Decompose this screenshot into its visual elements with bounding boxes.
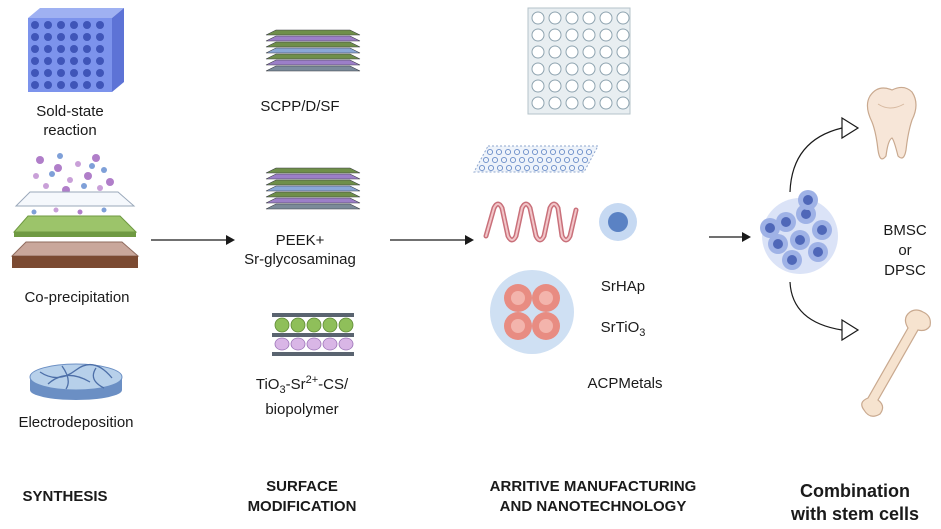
stem-cell-type: BMSC: [883, 222, 927, 239]
synthesis-method-label: reaction: [43, 122, 97, 139]
column-heading: ARRITIVE MANUFACTURING: [489, 478, 697, 495]
manufacturing-label: SrTiO3: [600, 319, 646, 339]
column-heading: MODIFICATION: [247, 498, 357, 515]
stem-cell-type: DPSC: [884, 262, 926, 279]
column-heading: SYNTHESIS: [22, 488, 108, 505]
column-heading: Combination: [800, 481, 910, 501]
surface-modification-label: SCPP/D/SF: [260, 98, 340, 115]
surface-modification-label: TiO3-Sr2+-CS/: [255, 374, 349, 396]
manufacturing-label: SrHAp: [600, 278, 646, 295]
synthesis-method-label: Electrodeposition: [18, 414, 134, 431]
synthesis-method-label: Sold-state: [36, 103, 104, 120]
surface-modification-label: biopolymer: [265, 401, 339, 418]
column-heading: SURFACE: [266, 478, 338, 495]
column-heading: AND NANOTECHNOLOGY: [499, 498, 687, 515]
synthesis-method-label: Co-precipitation: [24, 289, 130, 306]
manufacturing-label: ACPMetals: [587, 375, 663, 392]
surface-modification-label: PEEK+: [275, 232, 325, 249]
surface-modification-label: Sr-glycosaminag: [244, 251, 356, 268]
stem-cell-type: or: [898, 242, 912, 259]
column-heading: with stem cells: [790, 504, 920, 524]
